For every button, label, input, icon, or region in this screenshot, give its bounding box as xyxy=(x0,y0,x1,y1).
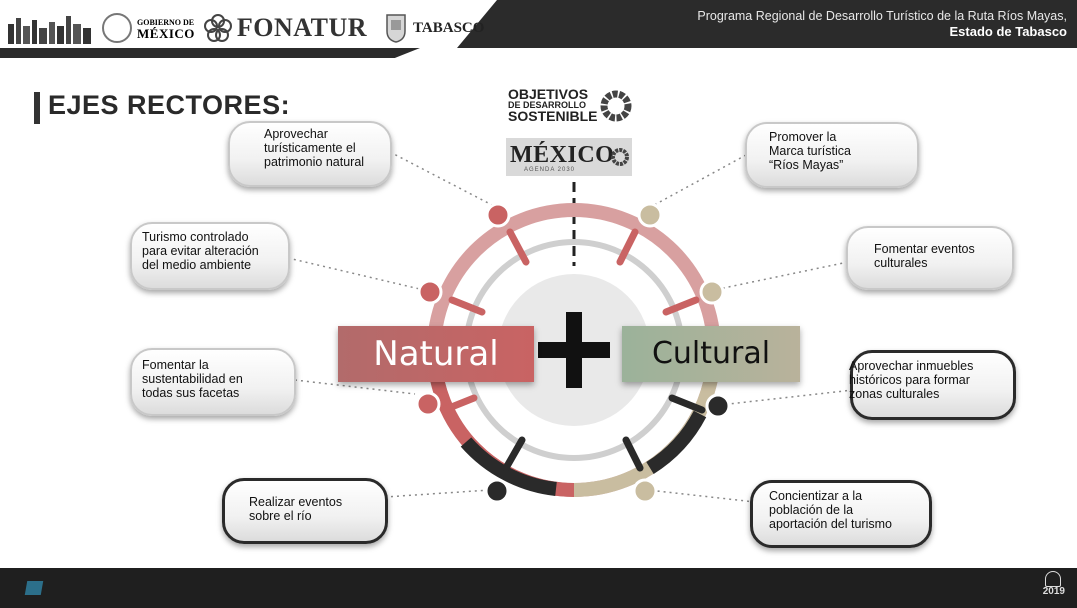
seal-icon xyxy=(102,13,132,43)
ods-line-2: DE DESARROLLO xyxy=(508,100,587,110)
axis-line: sobre el río xyxy=(249,509,312,523)
axis-box-natural-2: Turismo controlado para evitar alteració… xyxy=(130,222,290,290)
tabasco-label: TABASCO xyxy=(413,19,485,36)
axis-line: Concientizar a la xyxy=(769,489,863,503)
axis-line: Fomentar eventos xyxy=(874,242,975,256)
header-underline xyxy=(0,48,420,58)
gobierno-mexico-logo: GOBIERNO DE MÉXICO xyxy=(102,13,195,43)
axis-line: turísticamente el xyxy=(264,141,356,155)
agenda-label: AGENDA 2030 xyxy=(524,167,576,173)
axis-box-cultural-3: Aprovechar inmuebles históricos para for… xyxy=(849,350,1016,420)
illustration-logo xyxy=(8,16,91,44)
axis-line: Fomentar la xyxy=(142,358,209,372)
mexico-label: MÉXICO xyxy=(137,26,195,41)
page-title: EJES RECTORES: xyxy=(48,90,291,120)
axis-line: sustentabilidad en xyxy=(142,372,243,386)
footer-bar xyxy=(0,568,1077,608)
tabasco-shield-icon xyxy=(386,14,406,43)
axis-line: Marca turística xyxy=(769,144,851,158)
program-line-2: Estado de Tabasco xyxy=(949,24,1067,39)
axis-line: zonas culturales xyxy=(849,387,940,401)
program-title: Programa Regional de Desarrollo Turístic… xyxy=(697,8,1067,40)
footer-year: 2019 xyxy=(1042,586,1065,597)
axis-box-natural-3: Fomentar la sustentabilidad en todas sus… xyxy=(130,348,296,416)
axis-line: para evitar alteración xyxy=(142,244,259,258)
footer-logo-icon xyxy=(24,581,44,595)
axis-line: Promover la xyxy=(769,130,837,144)
tabasco-logo: TABASCO xyxy=(385,13,484,43)
axis-line: aportación del turismo xyxy=(769,517,892,531)
outer-ring-dark-segment-2 xyxy=(646,410,707,474)
axis-line: culturales xyxy=(874,256,928,270)
sdg-small-wheel-icon xyxy=(611,148,629,166)
program-line-1: Programa Regional de Desarrollo Turístic… xyxy=(697,9,1067,23)
axis-box-cultural-4: Concientizar a la población de la aporta… xyxy=(750,480,932,548)
axis-line: Realizar eventos xyxy=(249,495,343,509)
mexico-agenda-badge: MÉXICO AGENDA 2030 xyxy=(506,138,632,176)
natural-label: Natural xyxy=(338,326,534,382)
axis-line: del medio ambiente xyxy=(142,258,252,272)
axis-line: Aprovechar inmuebles xyxy=(849,359,974,373)
fonatur-flower-icon xyxy=(203,14,232,42)
axis-box-natural-4: Realizar eventos sobre el río xyxy=(222,478,388,544)
gobierno-label: GOBIERNO DE xyxy=(137,18,195,27)
axis-line: patrimonio natural xyxy=(264,155,365,169)
axis-line: Aprovechar xyxy=(264,127,328,141)
sdg-wheel-icon xyxy=(600,90,632,122)
cultural-label: Cultural xyxy=(622,326,800,382)
axis-box-cultural-1: Promover la Marca turística “Ríos Mayas” xyxy=(745,122,919,188)
axis-box-cultural-2: Fomentar eventos culturales xyxy=(846,226,1014,290)
fonatur-label: FONATUR xyxy=(236,13,368,42)
header: GOBIERNO DE MÉXICO FONATUR TABASCO Progr… xyxy=(0,0,1077,62)
axis-line: “Ríos Mayas” xyxy=(769,158,844,172)
year-emblem-icon xyxy=(1045,571,1061,587)
axis-line: históricos para formar xyxy=(849,373,970,387)
fonatur-logo: FONATUR xyxy=(203,13,367,43)
outer-ring-dark-segment xyxy=(460,437,557,496)
axis-line: Turismo controlado xyxy=(142,230,249,244)
ods-logo: OBJETIVOS DE DESARROLLO SOSTENIBLE MÉXIC… xyxy=(506,86,632,176)
ods-line-3: SOSTENIBLE xyxy=(508,108,598,124)
logos: GOBIERNO DE MÉXICO FONATUR TABASCO xyxy=(6,6,484,50)
axis-line: población de la xyxy=(769,503,854,517)
ods-line-1: OBJETIVOS xyxy=(508,86,589,102)
axis-box-natural-1: Aprovechar turísticamente el patrimonio … xyxy=(228,121,392,187)
title-accent xyxy=(34,92,40,124)
header-banner xyxy=(457,0,1077,48)
axis-line: todas sus facetas xyxy=(142,386,240,400)
mexico-agenda-label: MÉXICO xyxy=(510,142,615,168)
plus-icon xyxy=(538,312,610,388)
